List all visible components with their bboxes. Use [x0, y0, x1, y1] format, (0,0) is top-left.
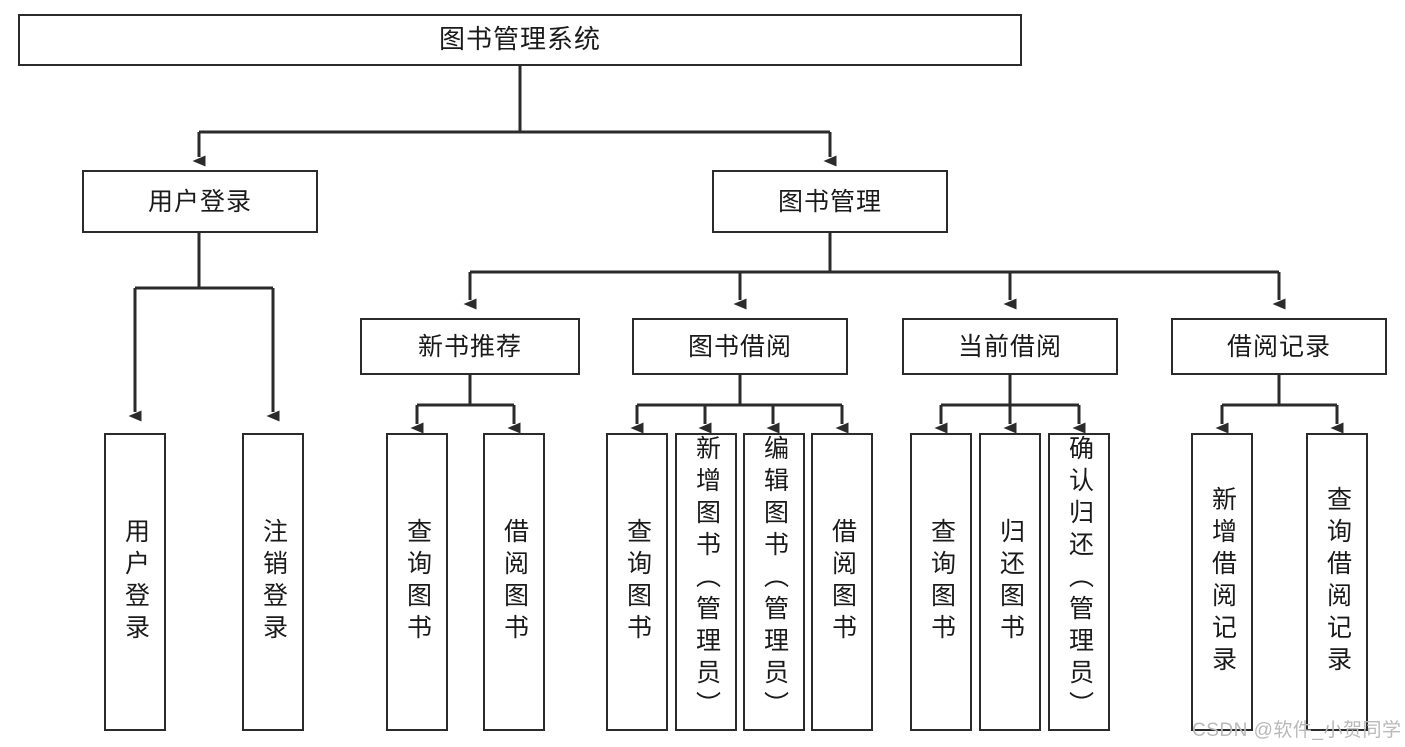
- node-book-management-system[interactable]: 图书管理系统: [18, 14, 1022, 66]
- node-label: 借阅图书: [500, 518, 529, 646]
- node-label: 当前借阅: [957, 332, 1062, 361]
- node-borrow-record[interactable]: 借阅记录: [1171, 318, 1387, 375]
- node-label: 用户登录: [147, 187, 252, 216]
- node-label: 归还图书: [996, 518, 1025, 646]
- node-label: 借阅图书: [828, 518, 857, 646]
- node-label: 图书借阅: [687, 332, 792, 361]
- node-label: 查询图书: [927, 518, 956, 646]
- node-leaf-query-book-1[interactable]: 查询图书: [386, 433, 448, 731]
- node-label: 注销登录: [259, 518, 288, 646]
- node-label: 确认归还（管理员）: [1065, 435, 1094, 723]
- node-leaf-logout-login[interactable]: 注销登录: [242, 433, 304, 731]
- node-label: 新书推荐: [417, 332, 522, 361]
- node-leaf-add-book[interactable]: 新增图书（管理员）: [675, 433, 737, 731]
- node-leaf-borrow-book-1[interactable]: 借阅图书: [483, 433, 545, 731]
- node-leaf-user-login[interactable]: 用户登录: [104, 433, 166, 731]
- node-leaf-query-borrow-record[interactable]: 查询借阅记录: [1306, 433, 1368, 731]
- node-book-borrow[interactable]: 图书借阅: [632, 318, 848, 375]
- node-label: 新增借阅记录: [1208, 486, 1237, 678]
- node-label: 借阅记录: [1226, 332, 1331, 361]
- node-leaf-confirm-return[interactable]: 确认归还（管理员）: [1048, 433, 1110, 731]
- node-leaf-add-borrow-record[interactable]: 新增借阅记录: [1191, 433, 1253, 731]
- node-current-borrow[interactable]: 当前借阅: [902, 318, 1118, 375]
- node-new-book-recommend[interactable]: 新书推荐: [360, 318, 580, 375]
- node-label: 编辑图书（管理员）: [760, 435, 789, 723]
- node-leaf-borrow-book-2[interactable]: 借阅图书: [811, 433, 873, 731]
- node-label: 用户登录: [121, 518, 150, 646]
- watermark-text: CSDN @软件_小贺同学: [1192, 720, 1402, 741]
- node-label: 新增图书（管理员）: [692, 435, 721, 723]
- node-label: 图书管理: [777, 187, 882, 216]
- node-book-manage[interactable]: 图书管理: [712, 170, 948, 233]
- node-leaf-return-book[interactable]: 归还图书: [979, 433, 1041, 731]
- node-user-login[interactable]: 用户登录: [82, 170, 318, 233]
- node-leaf-edit-book[interactable]: 编辑图书（管理员）: [743, 433, 805, 731]
- node-label: 查询图书: [623, 518, 652, 646]
- node-label: 查询借阅记录: [1323, 486, 1352, 678]
- node-label: 图书管理系统: [438, 24, 601, 55]
- node-leaf-query-book-2[interactable]: 查询图书: [606, 433, 668, 731]
- node-leaf-query-book-3[interactable]: 查询图书: [910, 433, 972, 731]
- node-label: 查询图书: [403, 518, 432, 646]
